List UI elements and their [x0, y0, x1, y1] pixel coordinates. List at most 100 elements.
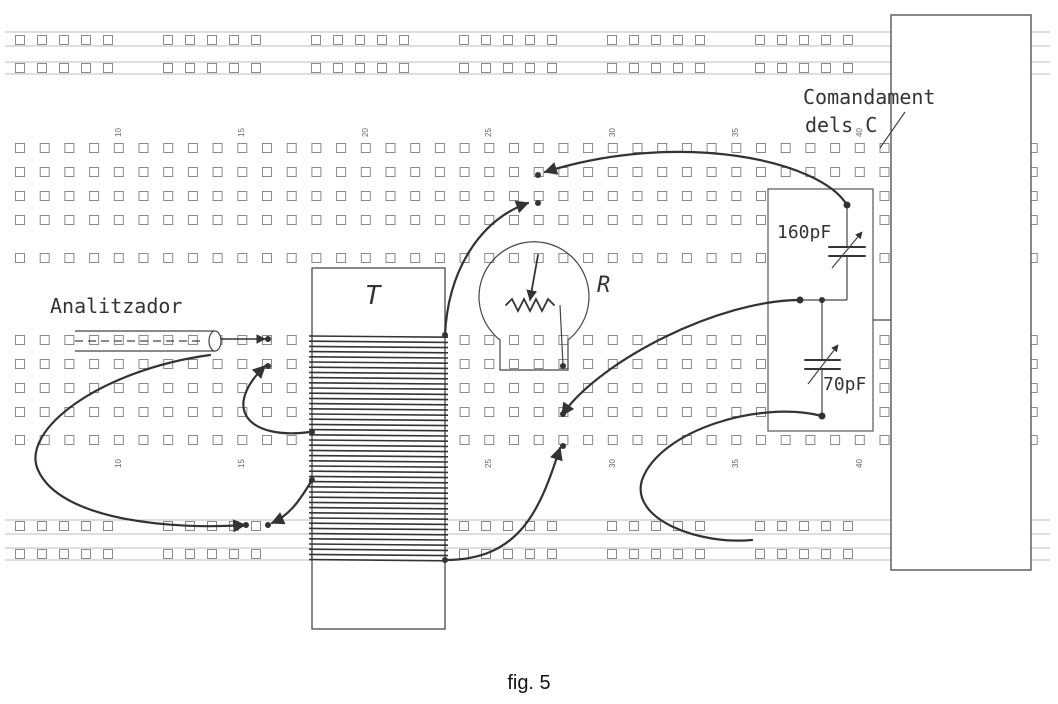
breadboard-hole	[706, 191, 717, 201]
coil-turn	[308, 506, 449, 510]
breadboard-hole	[434, 191, 445, 201]
wire-cap-loop	[639, 410, 824, 542]
breadboard-hole	[410, 253, 421, 263]
breadboard-hole	[64, 253, 75, 263]
breadboard-hole	[15, 549, 25, 559]
breadboard-hole	[138, 359, 149, 369]
breadboard-hole	[799, 63, 809, 73]
breadboard-hole	[81, 549, 91, 559]
colnum-top-10: 10	[114, 128, 123, 137]
breadboard-hole	[360, 253, 371, 263]
breadboard-hole	[821, 35, 831, 45]
breadboard-hole	[39, 407, 50, 417]
breadboard-hole	[484, 167, 495, 177]
breadboard-hole	[583, 435, 594, 445]
breadboard-hole	[607, 191, 618, 201]
coil-turn	[308, 382, 449, 385]
breadboard-hole	[286, 407, 297, 417]
breadboard-hole	[695, 549, 705, 559]
coil-turn	[308, 454, 449, 458]
breadboard-hole	[583, 215, 594, 225]
coil-turn	[308, 548, 449, 552]
breadboard-hole	[509, 383, 519, 393]
coil-turn	[308, 496, 449, 500]
breadboard-hole	[657, 191, 668, 201]
breadboard-hole	[706, 143, 717, 153]
breadboard-hole	[481, 35, 491, 45]
breadboard-hole	[481, 521, 491, 531]
breadboard-hole	[251, 521, 261, 531]
breadboard-hole	[706, 435, 717, 445]
breadboard-hole	[113, 335, 124, 345]
breadboard-hole	[103, 549, 113, 559]
coil-turn	[308, 501, 449, 505]
breadboard-hole	[731, 335, 742, 345]
breadboard-hole	[629, 35, 639, 45]
breadboard-hole	[187, 407, 198, 417]
coil-turn	[308, 512, 449, 515]
breadboard-hole	[459, 191, 470, 201]
breadboard-hole	[262, 253, 272, 263]
breadboard-hole	[237, 215, 248, 225]
coil-turn	[308, 335, 449, 338]
breadboard-hole	[385, 167, 396, 177]
breadboard-hole	[533, 191, 544, 201]
breadboard-hole	[843, 521, 853, 531]
pot-resistor-zigzag	[505, 296, 555, 314]
breadboard-hole	[187, 359, 198, 369]
breadboard-hole	[756, 253, 766, 263]
breadboard-hole	[39, 335, 50, 345]
breadboard-hole	[212, 359, 223, 369]
breadboard-hole	[558, 383, 569, 393]
breadboard-hole	[237, 359, 248, 369]
breadboard-hole	[37, 521, 47, 531]
colnum-top-40: 40	[855, 128, 864, 137]
breadboard-hole	[138, 143, 149, 153]
breadboard-hole	[533, 143, 544, 153]
coil-turn	[308, 392, 449, 396]
colnum-bottom-40: 40	[855, 459, 864, 468]
breadboard-hole	[607, 407, 618, 417]
breadboard-hole	[484, 383, 495, 393]
coil-turn	[308, 444, 449, 448]
breadboard-hole	[360, 143, 371, 153]
breadboard-hole	[706, 253, 717, 263]
breadboard-hole	[681, 215, 692, 225]
pot-terminal	[560, 363, 566, 369]
breadboard-hole	[286, 143, 297, 153]
breadboard-hole	[163, 191, 174, 201]
breadboard-hole	[459, 359, 470, 369]
breadboard-hole	[434, 167, 445, 177]
breadboard-hole	[138, 191, 149, 201]
coil-turn	[308, 543, 449, 546]
breadboard-hole	[509, 167, 519, 177]
breadboard-hole	[163, 63, 173, 73]
coil-turn	[308, 397, 449, 401]
breadboard-hole	[509, 143, 519, 153]
breadboard-hole	[756, 143, 766, 153]
colnum-bottom-15: 15	[237, 459, 246, 468]
breadboard-hole	[799, 549, 809, 559]
breadboard-hole	[311, 253, 322, 263]
breadboard-hole	[89, 167, 100, 177]
coil-turn	[308, 486, 449, 489]
breadboard-hole	[756, 191, 766, 201]
coil-turn	[308, 340, 449, 344]
breadboard-hole	[89, 215, 100, 225]
breadboard-hole	[731, 167, 742, 177]
breadboard-hole	[706, 383, 717, 393]
coil-turn	[308, 439, 449, 442]
breadboard-hole	[286, 253, 297, 263]
breadboard-hole	[138, 407, 149, 417]
breadboard-hole	[113, 167, 124, 177]
breadboard-hole	[651, 521, 661, 531]
breadboard-hole	[15, 359, 25, 369]
breadboard-hole	[879, 253, 890, 263]
breadboard-hole	[286, 191, 297, 201]
breadboard-hole	[113, 407, 124, 417]
breadboard-hole	[879, 435, 890, 445]
breadboard-hole	[103, 63, 113, 73]
breadboard-hole	[286, 215, 297, 225]
breadboard-hole	[163, 383, 174, 393]
breadboard-hole	[632, 359, 643, 369]
